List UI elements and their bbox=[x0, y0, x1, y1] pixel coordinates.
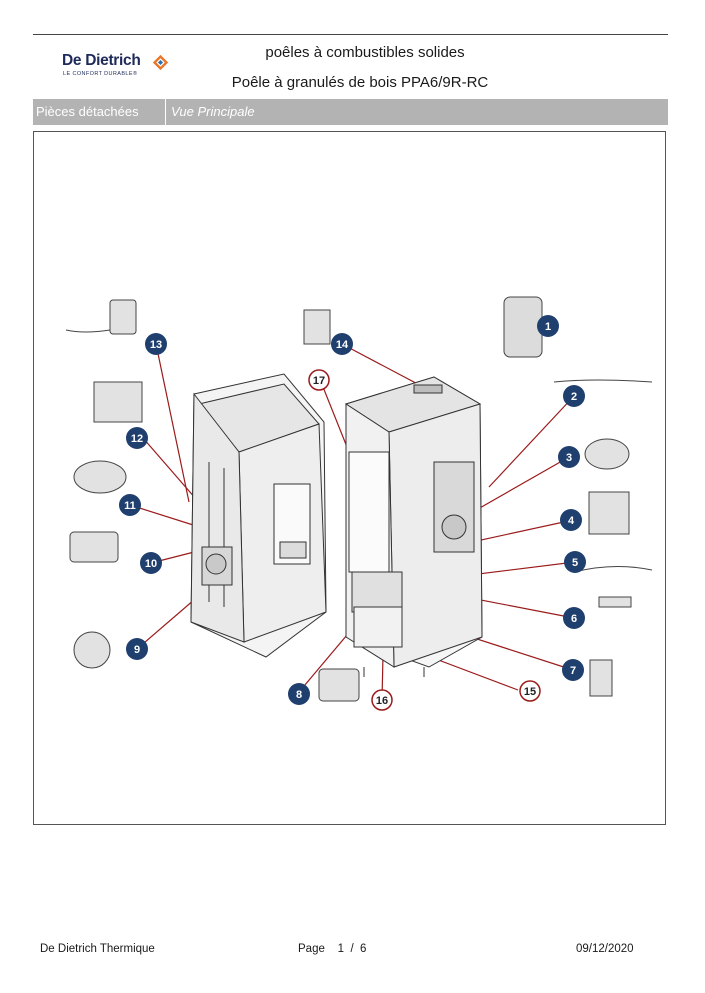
stove-left-casing bbox=[190, 373, 327, 658]
svg-text:10: 10 bbox=[145, 558, 157, 570]
svg-text:3: 3 bbox=[566, 452, 572, 464]
brand-tagline: LE CONFORT DURABLE® bbox=[63, 71, 138, 77]
brand-logo: De Dietrich LE CONFORT DURABLE® bbox=[62, 52, 174, 86]
round-sensor-part bbox=[584, 438, 630, 470]
tab-spare-parts[interactable]: Pièces détachées bbox=[33, 99, 166, 125]
callout-3[interactable]: 3 bbox=[558, 446, 580, 468]
callout-10[interactable]: 10 bbox=[140, 552, 162, 574]
outlined-callouts: 15 16 17 bbox=[308, 369, 541, 711]
fan-part bbox=[69, 531, 119, 563]
svg-text:12: 12 bbox=[131, 433, 143, 445]
callout-1[interactable]: 1 bbox=[537, 315, 559, 337]
svg-text:6: 6 bbox=[571, 613, 577, 625]
svg-text:5: 5 bbox=[572, 557, 578, 569]
page-separator: / bbox=[350, 943, 354, 955]
page-total: 6 bbox=[360, 943, 367, 955]
callout-14[interactable]: 14 bbox=[331, 333, 353, 355]
footer-date: 09/12/2020 bbox=[576, 943, 634, 955]
spare-parts-sketches bbox=[65, 296, 653, 702]
document-subtitle: Poêle à granulés de bois PPA6/9R-RC bbox=[231, 74, 489, 91]
callout-9[interactable]: 9 bbox=[126, 638, 148, 660]
svg-text:4: 4 bbox=[568, 515, 575, 527]
svg-text:8: 8 bbox=[296, 689, 302, 701]
svg-text:11: 11 bbox=[124, 500, 136, 512]
callout-5[interactable]: 5 bbox=[564, 551, 586, 573]
diamond-logo-icon bbox=[152, 54, 169, 71]
gear-motor-part bbox=[588, 491, 630, 535]
svg-text:2: 2 bbox=[571, 391, 577, 403]
tab-main-view[interactable]: Vue Principale bbox=[171, 104, 255, 119]
brand-name: De Dietrich bbox=[62, 52, 141, 69]
exploded-view-diagram: 1 2 3 4 5 6 7 8 9 10 11 12 13 14 15 16 1… bbox=[65, 296, 653, 711]
document-title: poêles à combustibles solides bbox=[265, 44, 465, 61]
thermostat-part bbox=[109, 299, 137, 335]
control-board-part bbox=[93, 381, 143, 423]
callout-8[interactable]: 8 bbox=[288, 683, 310, 705]
svg-text:1: 1 bbox=[545, 321, 551, 333]
svg-text:14: 14 bbox=[336, 339, 349, 351]
page-label: Page bbox=[298, 943, 325, 955]
bracket-part bbox=[589, 659, 613, 697]
stove-right-casing bbox=[344, 376, 483, 677]
callout-17[interactable]: 17 bbox=[308, 369, 330, 391]
callout-12[interactable]: 12 bbox=[126, 427, 148, 449]
pressure-switch-part bbox=[73, 460, 127, 494]
wire-part bbox=[573, 565, 653, 573]
callout-4[interactable]: 4 bbox=[560, 509, 582, 531]
svg-text:7: 7 bbox=[570, 665, 576, 677]
callout-7[interactable]: 7 bbox=[562, 659, 584, 681]
page-current: 1 bbox=[337, 943, 345, 955]
heating-element-part bbox=[598, 596, 632, 608]
ash-pan-part bbox=[318, 668, 360, 702]
section-tab-bar: Pièces détachées Vue Principale bbox=[33, 99, 668, 125]
header-rule bbox=[33, 34, 668, 35]
svg-text:17: 17 bbox=[313, 375, 325, 387]
callout-2[interactable]: 2 bbox=[563, 385, 585, 407]
motor-part bbox=[73, 631, 111, 669]
remote-part bbox=[503, 296, 543, 358]
svg-text:9: 9 bbox=[134, 644, 140, 656]
filled-callouts: 1 2 3 4 5 6 7 8 9 10 11 12 13 14 bbox=[119, 315, 586, 705]
callout-6[interactable]: 6 bbox=[563, 607, 585, 629]
callout-15[interactable]: 15 bbox=[519, 680, 541, 702]
igniter-part bbox=[303, 309, 331, 345]
callout-11[interactable]: 11 bbox=[119, 494, 141, 516]
callout-13[interactable]: 13 bbox=[145, 333, 167, 355]
callout-16[interactable]: 16 bbox=[371, 689, 393, 711]
footer-page-indicator: Page 1 / 6 bbox=[298, 943, 366, 955]
svg-text:16: 16 bbox=[376, 695, 388, 707]
svg-text:13: 13 bbox=[150, 339, 162, 351]
exploded-view-frame: 1 2 3 4 5 6 7 8 9 10 11 12 13 14 15 16 1… bbox=[33, 131, 666, 825]
svg-text:15: 15 bbox=[524, 686, 536, 698]
footer-company: De Dietrich Thermique bbox=[40, 943, 155, 955]
cable-part bbox=[553, 379, 653, 383]
